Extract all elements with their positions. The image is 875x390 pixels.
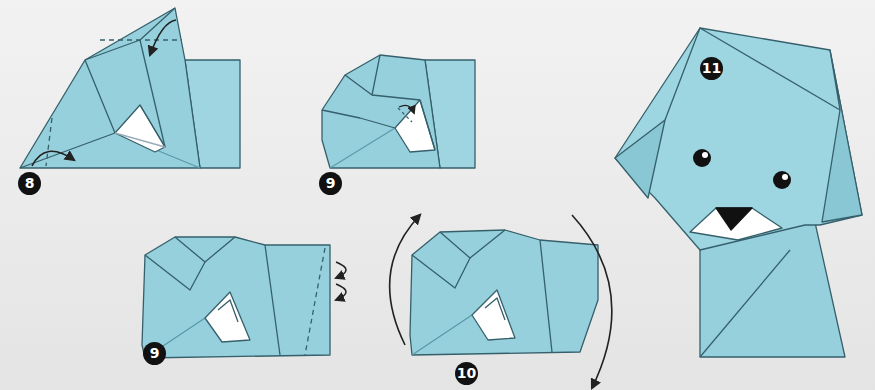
rotate-arrow: [390, 215, 420, 345]
fold-arrow: [32, 151, 74, 166]
dog-eyes: [693, 149, 791, 189]
fold-arrow: [336, 284, 346, 300]
step-10-figure: [410, 230, 598, 355]
step-9-figure: [322, 55, 475, 168]
fold-arrow: [150, 20, 176, 55]
step-8-figure: [20, 8, 240, 168]
fold-arrow: [336, 262, 346, 278]
step-number: 11: [700, 57, 723, 80]
step-number: 9: [143, 342, 166, 365]
dog-figure: [615, 28, 862, 357]
step-number: 10: [455, 362, 478, 385]
rotate-arrow: [572, 215, 612, 388]
step-number: 8: [18, 172, 41, 195]
step-number: 9: [319, 172, 342, 195]
step-9b-figure: [142, 237, 330, 358]
fold-arrow: [399, 105, 414, 113]
